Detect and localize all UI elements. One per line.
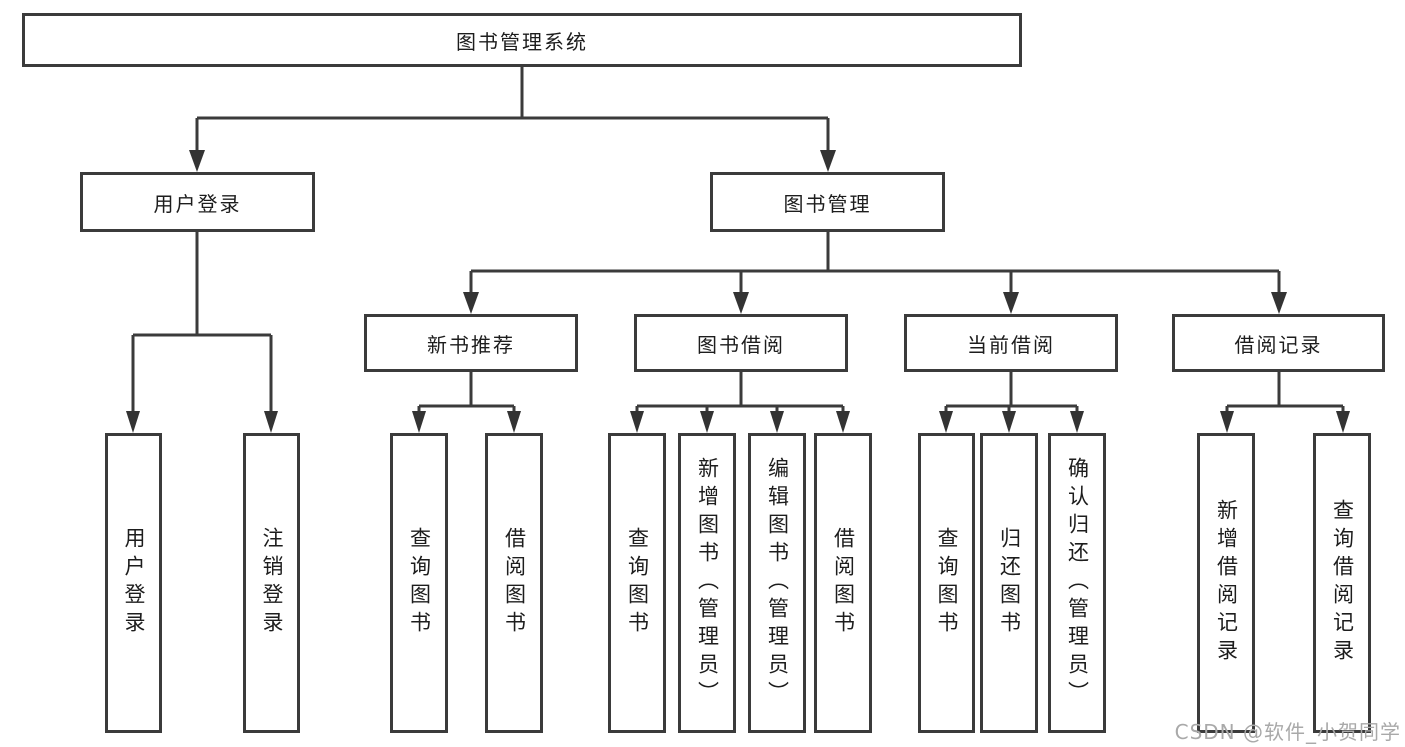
node-label: 查询借阅记录 xyxy=(1330,499,1355,667)
node-new-book-recommend: 新书推荐 xyxy=(364,314,578,372)
node-leaf-return-books: 归还图书 xyxy=(980,433,1038,733)
node-leaf-query-books-current: 查询图书 xyxy=(918,433,975,733)
node-leaf-borrow-books-recommend: 借阅图书 xyxy=(485,433,543,733)
node-leaf-add-books-admin: 新增图书（管理员） xyxy=(678,433,736,733)
node-label: 新书推荐 xyxy=(427,332,515,357)
csdn-watermark: CSDN @软件_小贺同学 xyxy=(1174,720,1401,744)
node-label: 编辑图书（管理员） xyxy=(765,457,790,709)
node-label: 图书借阅 xyxy=(697,332,785,357)
node-leaf-edit-books-admin: 编辑图书（管理员） xyxy=(748,433,806,733)
node-label: 归还图书 xyxy=(997,527,1022,639)
node-label: 图书管理系统 xyxy=(456,29,588,54)
node-label: 确认归还（管理员） xyxy=(1065,457,1090,709)
node-leaf-query-borrow-record: 查询借阅记录 xyxy=(1313,433,1371,733)
node-current-borrow: 当前借阅 xyxy=(904,314,1118,372)
node-leaf-user-login: 用户登录 xyxy=(105,433,162,733)
node-leaf-query-books-recommend: 查询图书 xyxy=(390,433,448,733)
node-label: 借阅图书 xyxy=(502,527,527,639)
node-label: 新增借阅记录 xyxy=(1214,499,1239,667)
node-leaf-query-books-borrow: 查询图书 xyxy=(608,433,666,733)
node-leaf-borrow-books: 借阅图书 xyxy=(814,433,872,733)
node-book-management-branch: 图书管理 xyxy=(710,172,945,232)
node-borrow-records: 借阅记录 xyxy=(1172,314,1385,372)
node-user-login-branch: 用户登录 xyxy=(80,172,315,232)
node-label: 用户登录 xyxy=(122,527,146,639)
node-label: 图书管理 xyxy=(783,191,872,216)
node-label: 查询图书 xyxy=(625,527,650,639)
node-label: 新增图书（管理员） xyxy=(695,457,720,709)
node-book-borrow: 图书借阅 xyxy=(634,314,848,372)
node-label: 查询图书 xyxy=(407,527,432,639)
node-root-system: 图书管理系统 xyxy=(22,13,1022,67)
node-label: 注销登录 xyxy=(260,527,284,639)
node-label: 当前借阅 xyxy=(967,332,1055,357)
node-leaf-logout: 注销登录 xyxy=(243,433,300,733)
node-label: 查询图书 xyxy=(935,527,959,639)
node-leaf-add-borrow-record: 新增借阅记录 xyxy=(1197,433,1255,733)
node-label: 借阅记录 xyxy=(1234,332,1323,357)
node-label: 借阅图书 xyxy=(831,527,856,639)
node-label: 用户登录 xyxy=(153,191,242,216)
node-leaf-confirm-return-admin: 确认归还（管理员） xyxy=(1048,433,1106,733)
